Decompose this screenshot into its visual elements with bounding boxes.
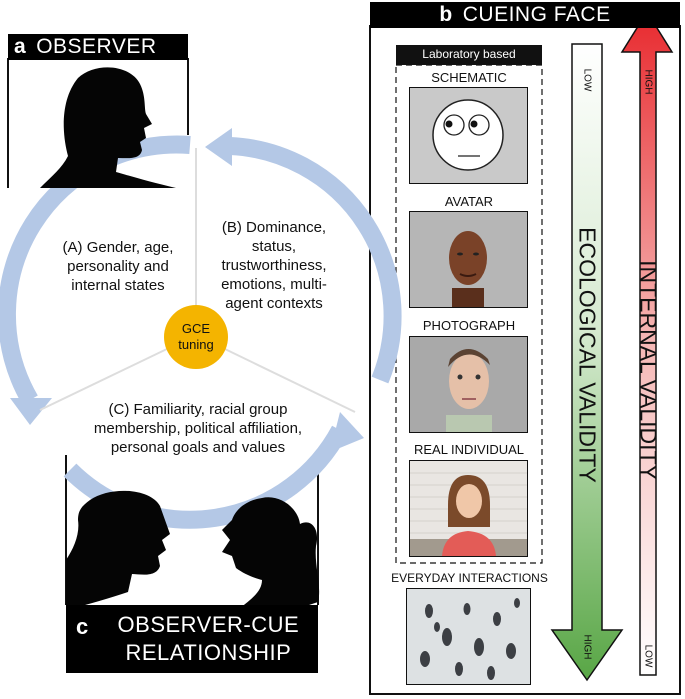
internal-validity-arrow [620,10,674,676]
avatar-label: AVATAR [444,194,494,209]
ecological-validity-arrow [550,43,624,682]
laboratory-based-label: Laboratory based [422,47,516,61]
internal-validity-label: INTERNAL VALIDITY [635,260,662,480]
male-profile-silhouette [66,490,170,610]
photograph-label: PHOTOGRAPH [422,318,516,333]
factor-b-text: (B) Dominance, status, trustworthiness, … [221,219,327,312]
panel-letter-a: a [14,35,27,58]
panel-letter-b: b [439,3,453,26]
cueing-face-title-text: CUEING FACE [462,3,611,26]
panel-letter-c: c [76,614,89,639]
avatar-face-image [409,211,528,308]
schematic-label: SCHEMATIC [431,70,507,85]
factor-a-text: (A) Gender, age, personality and interna… [62,239,174,294]
ecological-high-label: HIGH [581,634,593,660]
gce-tuning-label: GCE tuning [178,321,214,352]
cycle-arrowheads [10,128,364,452]
everyday-interactions-image [406,588,531,685]
factor-c-text: (C) Familiarity, racial group membership… [93,401,303,456]
everyday-interactions-label: EVERYDAY INTERACTIONS [391,571,548,585]
observer-title: a OBSERVER [8,34,188,60]
photograph-face-image [409,336,528,433]
relationship-title: c OBSERVER-CUE RELATIONSHIP [66,605,318,673]
gce-tuning-circle [164,305,228,369]
ecological-validity-label: ECOLOGICAL VALIDITY [574,227,601,483]
internal-low-label: LOW [642,644,654,668]
real-individual-label: REAL INDIVIDUAL [413,442,525,457]
cueing-face-title: b CUEING FACE [370,2,680,28]
schematic-face-drawing [432,99,504,171]
relationship-title-line2: RELATIONSHIP [125,640,292,665]
ecological-low-label: LOW [581,68,593,92]
relationship-title-line1: OBSERVER-CUE [117,612,300,637]
female-profile-silhouette [222,497,320,608]
real-individual-image [409,460,528,557]
internal-high-label: HIGH [642,69,654,95]
observer-title-text: OBSERVER [36,35,157,58]
observer-silhouette [40,67,176,188]
schematic-face-image [409,87,528,184]
